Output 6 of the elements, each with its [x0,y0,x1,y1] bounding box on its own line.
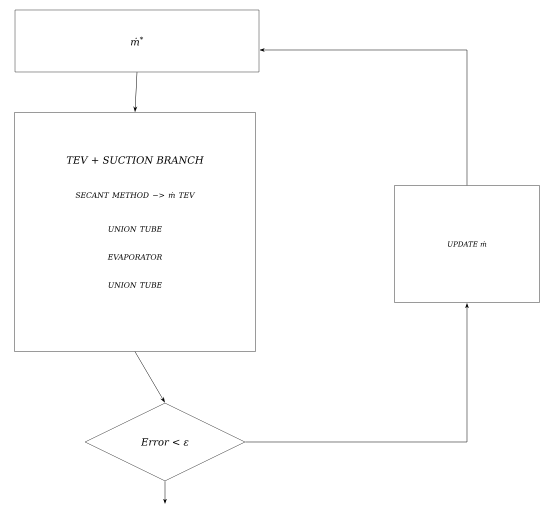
arrow [163,480,167,504]
arrow [260,48,468,186]
arrow [244,303,469,442]
arrow [134,72,138,112]
process-box: ṁ$^{*}$ [14,10,260,72]
arrow [134,351,165,402]
